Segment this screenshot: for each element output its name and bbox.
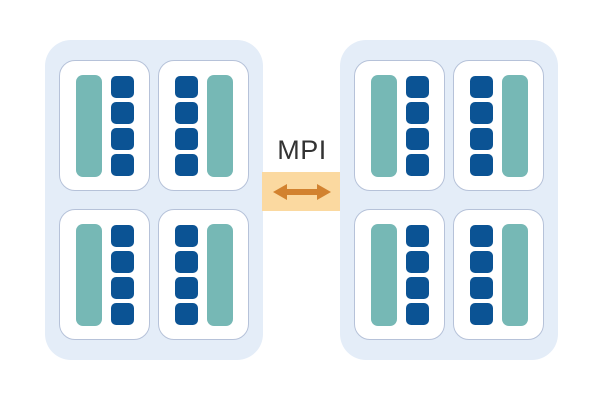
core-unit xyxy=(405,276,429,299)
socket-card-left-2 xyxy=(158,60,249,191)
double-headed-arrow-icon xyxy=(271,181,333,203)
core-column xyxy=(174,224,198,325)
core-unit xyxy=(110,153,134,176)
core-unit xyxy=(469,75,493,98)
core-column xyxy=(174,75,198,176)
core-unit xyxy=(405,127,429,150)
socket-card-left-3 xyxy=(59,209,150,340)
core-unit xyxy=(110,101,134,124)
socket-card-right-1 xyxy=(354,60,445,191)
core-unit xyxy=(174,250,198,273)
core-unit xyxy=(174,75,198,98)
core-unit xyxy=(469,276,493,299)
core-unit xyxy=(405,101,429,124)
core-unit xyxy=(405,75,429,98)
mpi-arrow-box xyxy=(262,172,342,211)
core-unit xyxy=(174,101,198,124)
socket-card-right-4 xyxy=(453,209,544,340)
core-unit xyxy=(469,101,493,124)
core-unit xyxy=(469,127,493,150)
socket-card-left-4 xyxy=(158,209,249,340)
core-unit xyxy=(110,224,134,247)
core-unit xyxy=(469,250,493,273)
node-panel-right xyxy=(340,40,558,360)
memory-bar-icon xyxy=(501,223,528,326)
core-column xyxy=(110,75,134,176)
core-column xyxy=(110,224,134,325)
core-column xyxy=(469,75,493,176)
core-unit xyxy=(405,224,429,247)
memory-bar-icon xyxy=(75,74,102,177)
memory-bar-icon xyxy=(206,223,233,326)
memory-bar-icon xyxy=(370,74,397,177)
memory-bar-icon xyxy=(75,223,102,326)
core-unit xyxy=(174,276,198,299)
socket-card-right-3 xyxy=(354,209,445,340)
core-unit xyxy=(110,250,134,273)
memory-bar-icon xyxy=(501,74,528,177)
core-unit xyxy=(405,153,429,176)
core-unit xyxy=(174,302,198,325)
node-panel-left xyxy=(45,40,263,360)
core-unit xyxy=(469,302,493,325)
core-unit xyxy=(174,224,198,247)
socket-card-right-2 xyxy=(453,60,544,191)
socket-grid-right xyxy=(354,60,544,340)
core-unit xyxy=(110,75,134,98)
core-unit xyxy=(174,153,198,176)
core-unit xyxy=(110,127,134,150)
core-unit xyxy=(469,153,493,176)
socket-grid-left xyxy=(59,60,249,340)
core-column xyxy=(405,75,429,176)
mpi-label: MPI xyxy=(277,134,327,165)
memory-bar-icon xyxy=(370,223,397,326)
core-unit xyxy=(174,127,198,150)
core-column xyxy=(405,224,429,325)
memory-bar-icon xyxy=(206,74,233,177)
mpi-link: MPI xyxy=(262,128,342,220)
core-unit xyxy=(469,224,493,247)
core-unit xyxy=(405,250,429,273)
core-unit xyxy=(405,302,429,325)
core-unit xyxy=(110,302,134,325)
core-unit xyxy=(110,276,134,299)
socket-card-left-1 xyxy=(59,60,150,191)
core-column xyxy=(469,224,493,325)
